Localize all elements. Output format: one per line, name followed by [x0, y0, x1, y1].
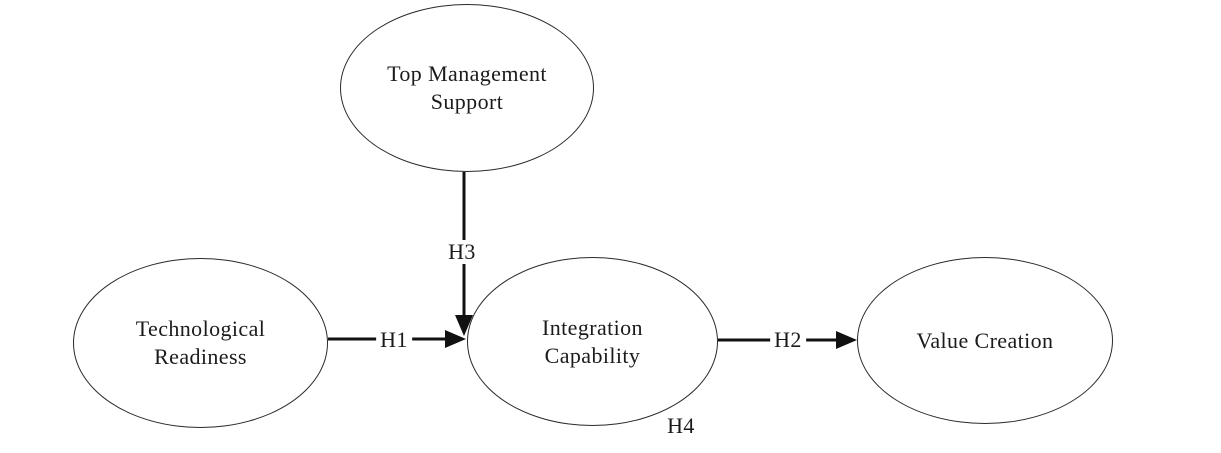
node-value-creation-label: Value Creation	[916, 327, 1054, 353]
node-technological-readiness-label: Technological Readiness	[135, 316, 266, 369]
edge-label-h3: H3	[444, 240, 480, 264]
node-integration-capability: Integration Capability	[467, 257, 718, 426]
node-technological-readiness: Technological Readiness	[73, 258, 328, 428]
edge-label-h4: H4	[663, 414, 699, 438]
arrow-h3-head	[455, 315, 473, 336]
edge-label-h2: H2	[770, 328, 806, 352]
node-value-creation: Value Creation	[857, 257, 1113, 424]
node-top-management-support-label: Top Management Support	[387, 61, 547, 114]
node-top-management-support: Top Management Support	[340, 4, 594, 172]
arrow-h2-head	[836, 331, 857, 349]
arrow-h1-head	[445, 330, 466, 348]
edge-label-h1: H1	[376, 328, 412, 352]
node-integration-capability-label: Integration Capability	[542, 314, 643, 368]
